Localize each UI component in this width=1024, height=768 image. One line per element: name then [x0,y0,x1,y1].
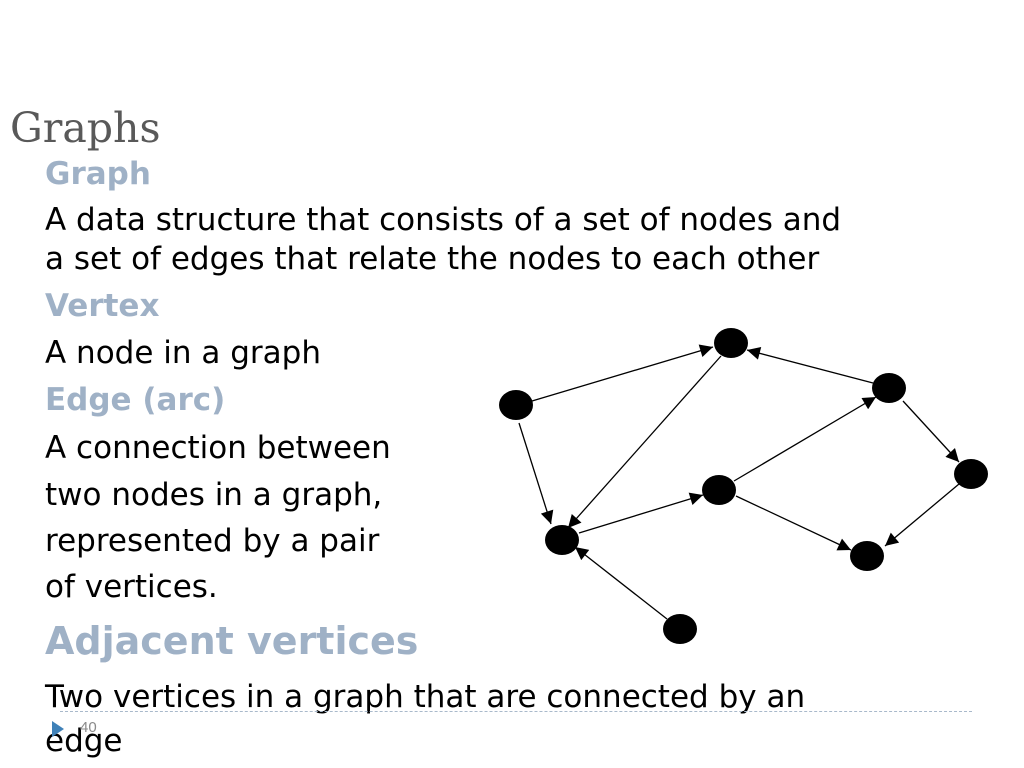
footer-divider [60,711,972,712]
graph-edges [518,344,960,620]
definition-graph-line-2: a set of edges that relate the nodes to … [45,241,820,277]
triangle-bullet-icon [52,721,64,737]
graph-node [663,614,697,644]
graph-node [714,328,748,358]
definition-adjacent-line-1: Two vertices in a graph that are connect… [45,679,806,715]
graph-node [545,525,579,555]
graph-edge [531,344,714,402]
definition-edge-line-1: A connection between [45,430,391,466]
graph-node [872,373,906,403]
graph-edge [574,546,668,620]
slide-title: Graphs [10,104,161,152]
graph-edge [518,422,554,525]
graph-nodes [499,328,988,644]
graph-node [499,390,533,420]
term-adjacent-vertices: Adjacent vertices [45,619,419,663]
term-graph: Graph [45,156,151,192]
definition-edge-line-4: of vertices. [45,569,218,605]
graph-edge [733,396,877,482]
graph-edge [578,492,704,534]
graph-diagram [499,328,988,644]
graph-edge [902,400,960,463]
graph-node [954,459,988,489]
page-number: 40 [80,719,97,736]
term-vertex: Vertex [45,288,160,324]
graph-edge [735,495,852,551]
definition-vertex: A node in a graph [45,335,321,371]
term-edge: Edge (arc) [45,382,226,418]
graph-edge [746,347,874,384]
graph-edge [884,483,960,547]
definition-graph-line-1: A data structure that consists of a set … [45,202,842,238]
graph-node [850,541,884,571]
graph-node [702,475,736,505]
definition-edge-line-3: represented by a pair [45,523,380,559]
definition-edge-line-2: two nodes in a graph, [45,477,383,513]
graph-edge [567,355,722,529]
